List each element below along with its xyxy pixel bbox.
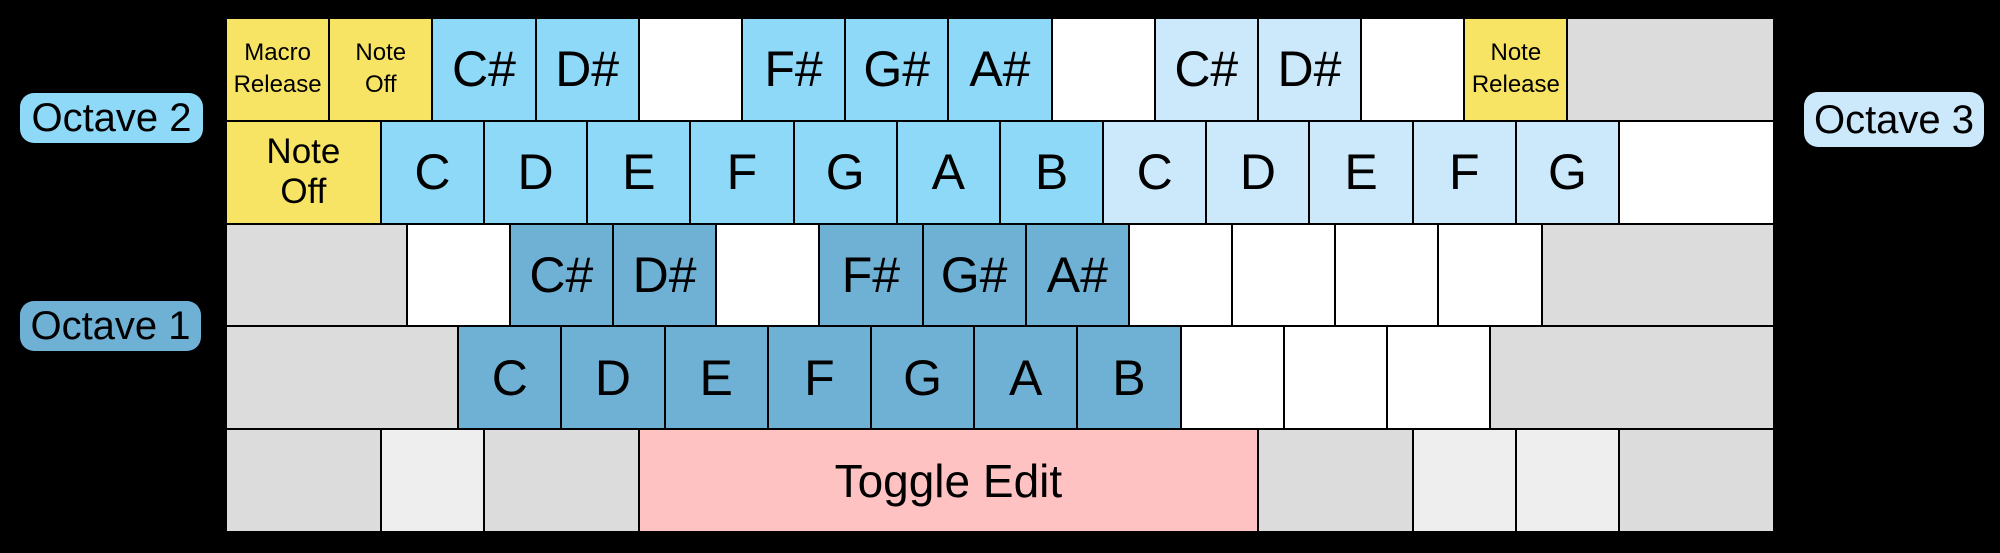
- key-r-f-oct2[interactable]: F: [690, 120, 794, 224]
- key-d-dsharp-oct1[interactable]: D#: [612, 223, 717, 327]
- key-x-d-oct1[interactable]: D: [561, 326, 665, 430]
- key-e-e-oct2[interactable]: E: [587, 120, 691, 224]
- key-q-c-oct2[interactable]: C: [380, 120, 484, 224]
- key-rbracket-g-oct3[interactable]: G: [1515, 120, 1620, 224]
- key-f-unmapped[interactable]: [716, 223, 820, 327]
- key-z-c-oct1[interactable]: C: [458, 326, 562, 430]
- octave-3-label-text: Octave 3: [1813, 97, 1975, 142]
- key-m-b-oct1[interactable]: B: [1077, 326, 1181, 430]
- key-ralt-unmapped[interactable]: [1257, 429, 1413, 532]
- key-y-a-oct2[interactable]: A: [896, 120, 1000, 224]
- key-3-dsharp-oct2[interactable]: D#: [535, 18, 639, 121]
- key-row-5: Toggle Edit: [226, 429, 1774, 532]
- key-t-g-oct2[interactable]: G: [793, 120, 897, 224]
- key-5-fsharp-oct2[interactable]: F#: [741, 18, 846, 121]
- key-o-d-oct3[interactable]: D: [1206, 120, 1310, 224]
- key-c-e-oct1[interactable]: E: [664, 326, 768, 430]
- key-v-f-oct1[interactable]: F: [767, 326, 871, 430]
- key-rctrl-unmapped[interactable]: [1619, 429, 1774, 532]
- key-grave-macro-release[interactable]: Macro Release: [226, 18, 330, 121]
- key-2-csharp-oct2[interactable]: C#: [432, 18, 536, 121]
- key-period-unmapped[interactable]: [1283, 326, 1387, 430]
- key-0-dsharp-oct3[interactable]: D#: [1257, 18, 1362, 121]
- key-rwin-unmapped[interactable]: [1412, 429, 1516, 532]
- key-lshift-unmapped[interactable]: [226, 326, 459, 430]
- key-g-fsharp-oct1[interactable]: F#: [819, 223, 923, 327]
- key-l-unmapped[interactable]: [1232, 223, 1336, 327]
- key-lctrl-unmapped[interactable]: [226, 429, 381, 532]
- key-b-g-oct1[interactable]: G: [870, 326, 975, 430]
- key-6-gsharp-oct2[interactable]: G#: [845, 18, 949, 121]
- key-k-unmapped[interactable]: [1128, 223, 1233, 327]
- key-p-e-oct3[interactable]: E: [1309, 120, 1413, 224]
- octave-1-label: Octave 1: [20, 301, 201, 351]
- key-i-c-oct3[interactable]: C: [1103, 120, 1207, 224]
- key-row-3: C#D# F#G#A#: [226, 223, 1774, 327]
- key-backslash-unmapped[interactable]: [1619, 120, 1774, 224]
- key-lbracket-f-oct3[interactable]: F: [1412, 120, 1516, 224]
- key-minus-unmapped[interactable]: [1361, 18, 1465, 121]
- key-tab-note-off[interactable]: Note Off: [226, 120, 381, 224]
- key-w-d-oct2[interactable]: D: [483, 120, 588, 224]
- octave-3-label: Octave 3: [1804, 92, 1984, 147]
- key-h-gsharp-oct1[interactable]: G#: [922, 223, 1026, 327]
- key-8-unmapped[interactable]: [1051, 18, 1155, 121]
- key-lalt-unmapped[interactable]: [483, 429, 639, 532]
- key-backspace-unmapped[interactable]: [1567, 18, 1774, 121]
- key-slash-unmapped[interactable]: [1386, 326, 1491, 430]
- key-9-csharp-oct3[interactable]: C#: [1154, 18, 1258, 121]
- key-1-note-off[interactable]: Note Off: [329, 18, 433, 121]
- key-j-asharp-oct1[interactable]: A#: [1025, 223, 1129, 327]
- key-space-toggle-edit[interactable]: Toggle Edit: [638, 429, 1258, 532]
- key-menu-unmapped[interactable]: [1515, 429, 1620, 532]
- key-semicolon-unmapped[interactable]: [1335, 223, 1439, 327]
- key-s-csharp-oct1[interactable]: C#: [509, 223, 613, 327]
- key-capslock-unmapped[interactable]: [226, 223, 407, 327]
- key-a-unmapped[interactable]: [406, 223, 510, 327]
- key-n-a-oct1[interactable]: A: [974, 326, 1078, 430]
- key-7-asharp-oct2[interactable]: A#: [948, 18, 1052, 121]
- key-enter-unmapped[interactable]: [1541, 223, 1774, 327]
- key-4-unmapped[interactable]: [638, 18, 742, 121]
- key-quote-unmapped[interactable]: [1438, 223, 1542, 327]
- key-comma-unmapped[interactable]: [1180, 326, 1284, 430]
- key-rshift-unmapped[interactable]: [1490, 326, 1774, 430]
- key-equals-note-release[interactable]: Note Release: [1464, 18, 1568, 121]
- octave-2-label: Octave 2: [20, 93, 203, 143]
- key-u-b-oct2[interactable]: B: [999, 120, 1104, 224]
- key-lwin-unmapped[interactable]: [380, 429, 484, 532]
- octave-1-label-text: Octave 1: [30, 304, 191, 348]
- octave-2-label-text: Octave 2: [31, 96, 192, 140]
